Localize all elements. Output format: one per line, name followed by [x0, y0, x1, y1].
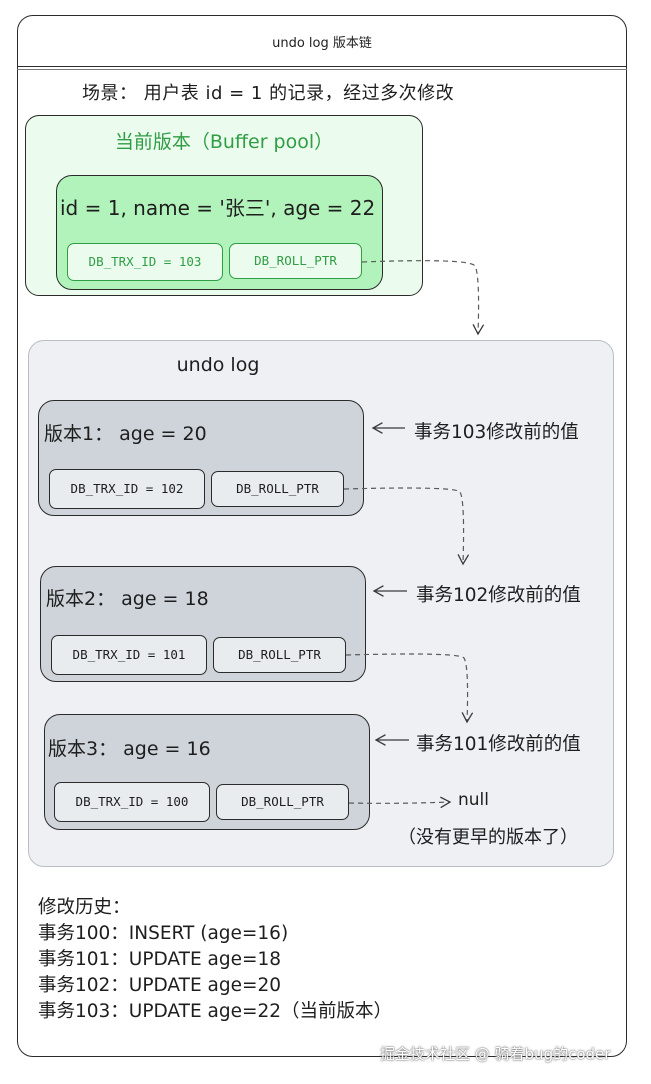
version-1-trx-id-pill: DB_TRX_ID = 102: [49, 469, 205, 509]
version-3-label: 版本3： age = 16: [48, 738, 211, 760]
version-1-roll-ptr-pill: DB_ROLL_PTR: [211, 471, 344, 507]
version-3-note: 事务101修改前的值: [416, 734, 581, 755]
version-2-note: 事务102修改前的值: [416, 585, 581, 606]
version-1-note: 事务103修改前的值: [414, 422, 579, 443]
roll-ptr-arrow-current: [361, 260, 484, 336]
null-label: null: [458, 790, 489, 810]
current-trx-id-pill: DB_TRX_ID = 103: [67, 243, 223, 281]
version-1-label: 版本1： age = 20: [44, 423, 207, 445]
version-3-trx-id-pill: DB_TRX_ID = 100: [54, 782, 210, 822]
diagram-frame: [17, 15, 627, 1057]
undo-log-title: undo log: [176, 354, 260, 376]
roll-ptr-arrow-version-2: [345, 653, 473, 724]
roll-ptr-arrow-version-1: [343, 487, 469, 566]
title-divider: [17, 66, 627, 67]
null-note: （没有更早的版本了）: [398, 827, 578, 848]
history-item: 事务101：UPDATE age=18: [38, 949, 282, 970]
version-2-roll-ptr-pill: DB_ROLL_PTR: [213, 637, 346, 673]
version-2-label: 版本2： age = 18: [46, 588, 209, 610]
history-item: 事务100：INSERT (age=16): [38, 923, 289, 944]
diagram-title: undo log 版本链: [272, 36, 372, 51]
version-2-trx-id-pill: DB_TRX_ID = 101: [51, 635, 207, 675]
history-title: 修改历史：: [38, 897, 131, 918]
version-3-roll-ptr-pill: DB_ROLL_PTR: [216, 784, 349, 820]
current-roll-ptr-pill: DB_ROLL_PTR: [229, 243, 362, 279]
current-version-title: 当前版本（Buffer pool）: [114, 131, 334, 153]
history-item: 事务102：UPDATE age=20: [38, 975, 282, 996]
title-divider-shadow: [17, 69, 627, 70]
roll-ptr-arrow-version-3: [348, 796, 452, 809]
history-item: 事务103：UPDATE age=22（当前版本）: [38, 1001, 393, 1022]
scenario-text: 场景： 用户表 id = 1 的记录，经过多次修改: [82, 83, 455, 104]
watermark: 掘金技术社区 @ 骑着bug的coder: [380, 1045, 611, 1063]
history-section: 修改历史： 事务100：INSERT (age=16) 事务101：UPDATE…: [38, 895, 392, 1025]
current-record-text: id = 1, name = '张三', age = 22: [60, 196, 376, 220]
